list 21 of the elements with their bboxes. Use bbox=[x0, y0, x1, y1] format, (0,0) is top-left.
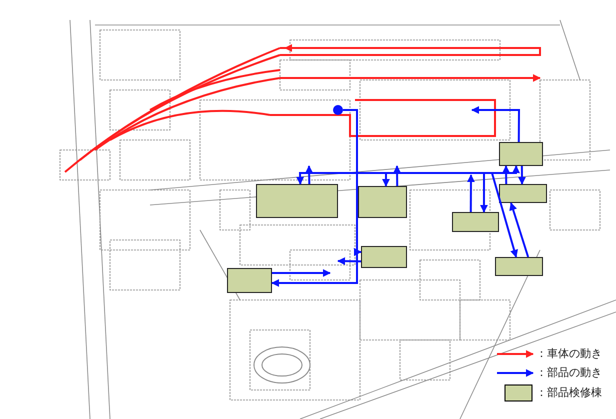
movement-arrow bbox=[272, 269, 331, 277]
movement-arrow bbox=[471, 106, 520, 142]
legend-label: ：部品の動き bbox=[536, 365, 602, 380]
movement-arrow bbox=[518, 166, 526, 185]
legend-label: ：部品検修棟 bbox=[536, 385, 602, 400]
building-block bbox=[256, 184, 338, 218]
building-block bbox=[358, 186, 407, 218]
building-block bbox=[361, 246, 407, 268]
movement-arrow bbox=[393, 165, 402, 186]
legend-label: ：車体の動き bbox=[536, 346, 602, 361]
movement-arrow bbox=[466, 174, 475, 212]
building-block bbox=[227, 268, 272, 293]
building-block bbox=[499, 184, 547, 203]
movement-arrow bbox=[337, 257, 362, 266]
movement-arrow bbox=[305, 165, 314, 184]
start-dot bbox=[333, 105, 343, 115]
movement-arrow bbox=[502, 165, 510, 184]
building-block bbox=[495, 257, 543, 276]
building-block bbox=[499, 142, 543, 166]
movement-arrow bbox=[509, 202, 530, 258]
building-block bbox=[452, 212, 499, 232]
